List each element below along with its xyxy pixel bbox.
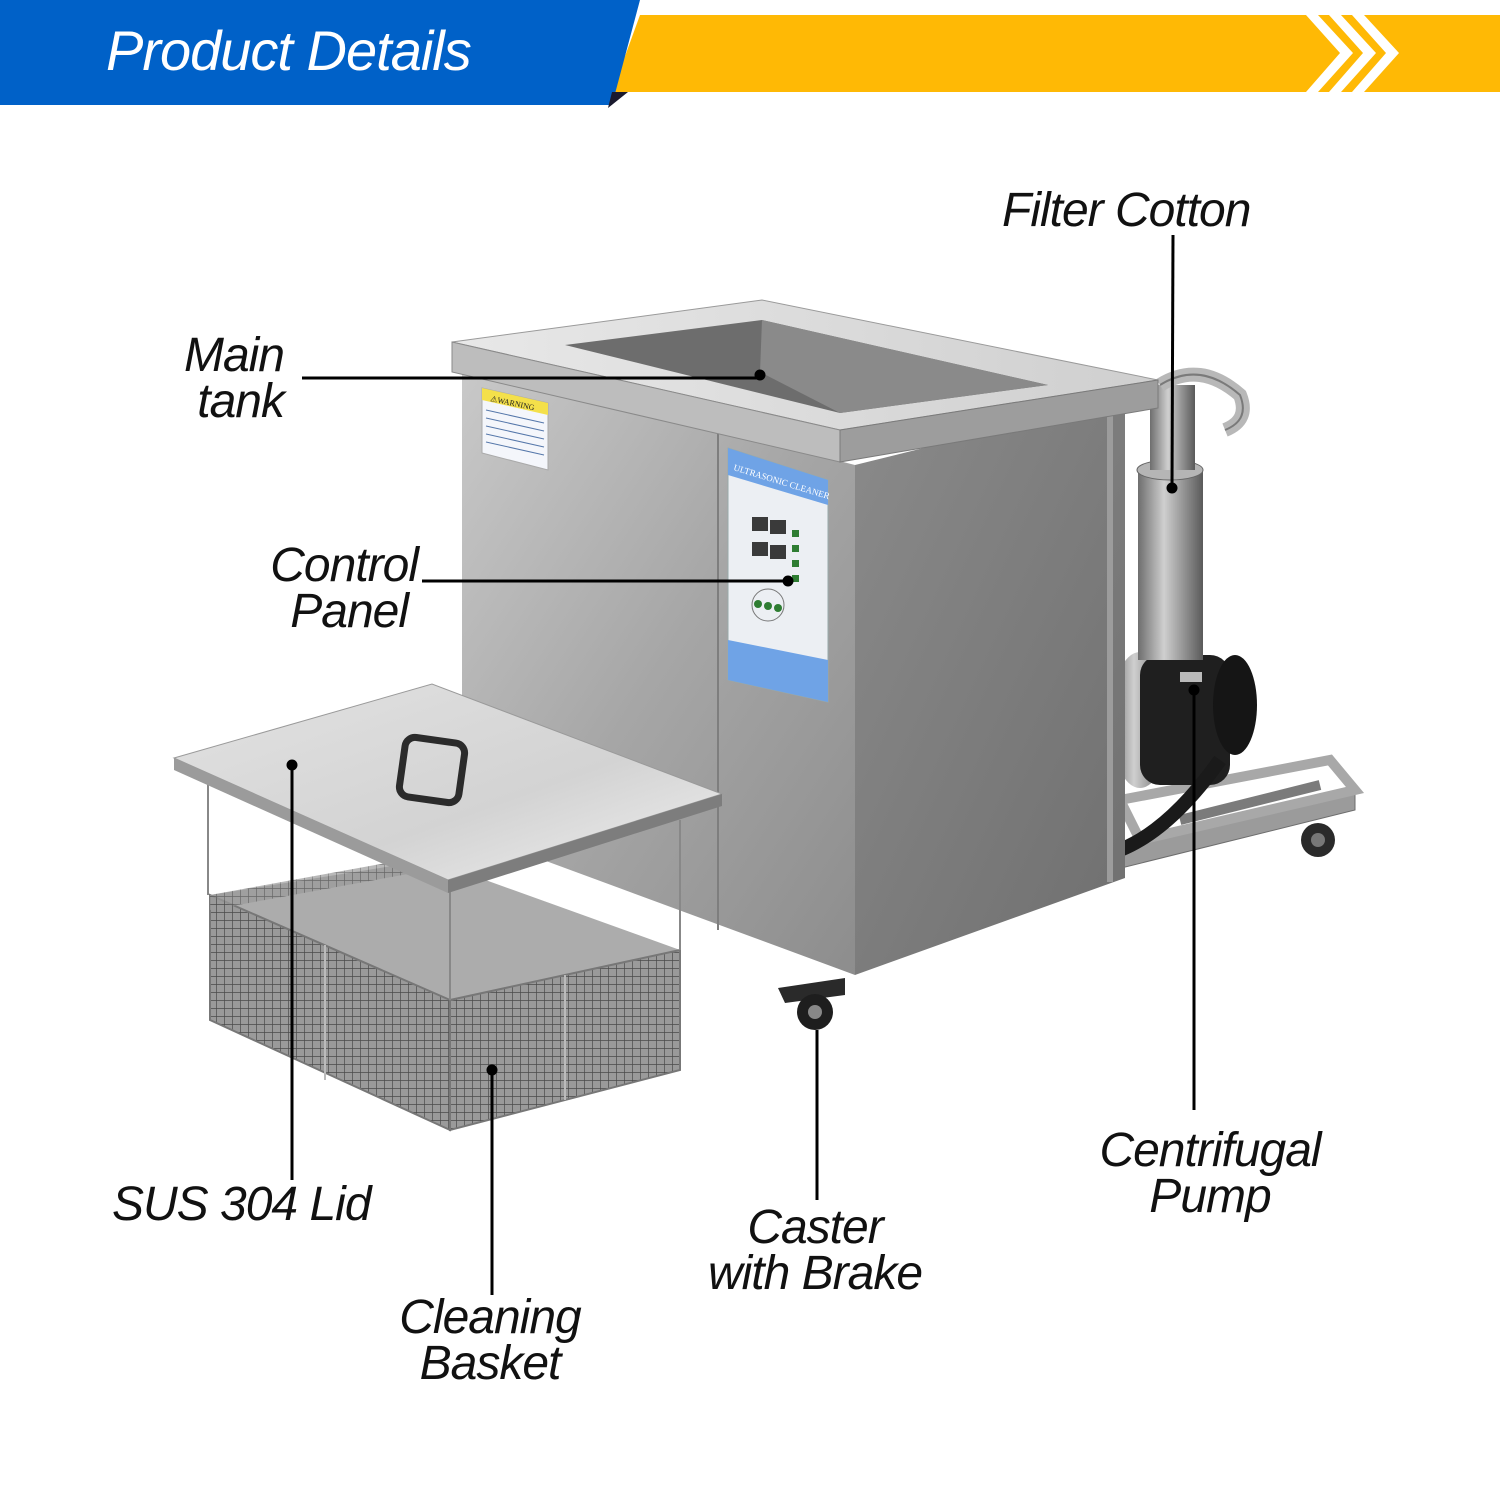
callout-caster-with-brake: Caster with Brake bbox=[680, 1201, 950, 1300]
callout-centrifugal-pump: Centrifugal Pump bbox=[1070, 1124, 1350, 1223]
tank-caster bbox=[778, 978, 845, 1030]
callout-line: Panel bbox=[290, 585, 409, 638]
callout-line: Main bbox=[183, 329, 285, 382]
centrifugal-pump bbox=[1110, 652, 1257, 857]
sus-304-lid bbox=[172, 683, 724, 1000]
panel-buttons bbox=[792, 530, 799, 582]
warning-sticker: ⚠WARNING bbox=[481, 387, 549, 471]
filter-housing bbox=[1136, 367, 1250, 660]
callout-filter-cotton: Filter Cotton bbox=[1002, 184, 1251, 237]
callout-line: Filter Cotton bbox=[1002, 184, 1251, 237]
blue-band-shadow bbox=[608, 92, 628, 108]
display-2 bbox=[770, 520, 786, 534]
lid-handle-icon bbox=[395, 733, 469, 807]
header-graphic bbox=[0, 0, 1500, 108]
page-title: Product Details bbox=[106, 19, 472, 82]
callout-line: with Brake bbox=[707, 1247, 923, 1300]
callout-line: Centrifugal bbox=[1099, 1124, 1321, 1177]
display-4 bbox=[770, 545, 786, 559]
callout-line: Pump bbox=[1149, 1170, 1271, 1223]
leader-filter-cotton bbox=[1170, 234, 1175, 489]
tank-side-panel bbox=[855, 398, 1125, 975]
cleaning-basket bbox=[209, 855, 681, 1132]
callout-control-panel: Control Panel bbox=[230, 539, 419, 638]
yellow-band bbox=[612, 15, 1500, 92]
callout-line: Cleaning bbox=[399, 1291, 581, 1344]
callout-cleaning-basket: Cleaning Basket bbox=[370, 1291, 610, 1390]
display-1 bbox=[752, 517, 768, 531]
leader-lines bbox=[286, 234, 1200, 1295]
display-3 bbox=[752, 542, 768, 556]
callout-line: Caster bbox=[747, 1201, 883, 1254]
header-banner: Product Details bbox=[0, 0, 1500, 120]
control-panel: ULTRASONIC CLEANER bbox=[727, 447, 831, 703]
callout-line: Basket bbox=[419, 1337, 562, 1390]
chevrons-icon bbox=[1306, 15, 1399, 92]
callout-line: SUS 304 Lid bbox=[112, 1178, 372, 1231]
blue-band bbox=[0, 0, 640, 105]
callout-line: Control bbox=[270, 539, 419, 592]
callout-sus-304-lid: SUS 304 Lid bbox=[112, 1178, 372, 1231]
callout-line: tank bbox=[197, 375, 285, 428]
callout-main-tank: Main tank bbox=[150, 329, 285, 428]
